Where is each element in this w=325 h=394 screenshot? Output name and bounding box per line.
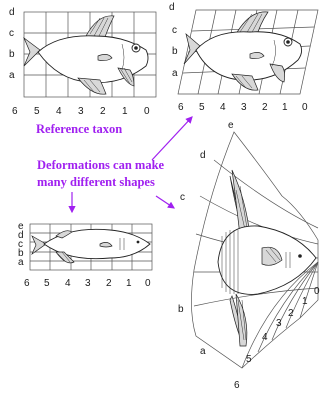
sheared-y-label: a: [172, 68, 178, 79]
flattened-x-label: 4: [65, 278, 71, 289]
caption-arrows: [68, 116, 193, 214]
sheared-fish: [183, 11, 303, 91]
sheared-y-label: d: [169, 2, 175, 13]
radial-y-label: e: [228, 120, 234, 131]
reference-x-label: 1: [122, 106, 128, 117]
flattened-y-label: c: [18, 239, 23, 250]
flattened-y-label: d: [18, 230, 24, 241]
reference-y-label: a: [9, 70, 15, 81]
flattened-y-axis-labels: e d c b a: [18, 221, 24, 268]
radial-y-label: d: [200, 150, 206, 161]
sheared-x-label: 6: [178, 102, 184, 113]
sheared-x-label: 2: [262, 102, 268, 113]
flattened-fish: [31, 228, 151, 264]
reference-y-label: b: [9, 49, 15, 60]
radial-x-label: 3: [276, 318, 282, 329]
flattened-x-label: 0: [145, 278, 151, 289]
flattened-x-label: 2: [106, 278, 112, 289]
radial-x-axis-labels: 6 5 4 3 2 1 0: [234, 286, 320, 391]
radial-y-label: b: [178, 304, 184, 315]
flattened-x-label: 6: [24, 278, 30, 289]
deformations-caption: Deformations can make many different sha…: [37, 158, 165, 189]
sheared-x-label: 1: [282, 102, 288, 113]
arrow-to-radial: [155, 195, 175, 209]
sheared-x-axis-labels: 6 5 4 3 2 1 0: [178, 102, 308, 113]
flattened-x-label: 3: [85, 278, 91, 289]
reference-y-label: c: [9, 28, 14, 39]
reference-x-label: 6: [12, 106, 18, 117]
radial-fish: [217, 169, 317, 347]
sheared-x-label: 0: [302, 102, 308, 113]
flattened-panel: e d c b a 6 5 4 3 2 1 0: [18, 221, 153, 289]
reference-x-label: 5: [34, 106, 40, 117]
reference-y-axis-labels: d c b a: [9, 7, 15, 81]
radial-x-label: 2: [288, 308, 294, 319]
radial-x-label: 0: [314, 286, 320, 297]
radial-x-label: 6: [234, 380, 240, 391]
radial-y-label: a: [200, 346, 206, 357]
radial-x-label: 1: [302, 296, 308, 307]
sheared-x-label: 4: [220, 102, 226, 113]
reference-x-label: 2: [100, 106, 106, 117]
radial-x-label: 4: [262, 332, 268, 343]
sheared-y-label: c: [172, 25, 177, 36]
sheared-panel: d c b a 6 5 4 3 2 1 0: [169, 2, 319, 113]
reference-x-label: 3: [78, 106, 84, 117]
sheared-y-axis-labels: d c b a: [169, 2, 178, 79]
arrow-to-sheared: [151, 116, 193, 161]
flattened-x-label: 5: [44, 278, 50, 289]
reference-taxon-caption: Reference taxon: [36, 122, 122, 136]
flattened-y-label: b: [18, 248, 24, 259]
reference-y-label: d: [9, 7, 15, 18]
flattened-x-axis-labels: 6 5 4 3 2 1 0: [24, 278, 151, 289]
radial-x-label: 5: [246, 354, 252, 365]
flattened-y-label: e: [18, 221, 24, 232]
reference-fish: [23, 15, 149, 95]
reference-x-axis-labels: 6 5 4 3 2 1 0: [12, 106, 150, 117]
sheared-x-label: 5: [199, 102, 205, 113]
flattened-x-label: 1: [126, 278, 132, 289]
radial-panel: e d c b a 6 5 4 3 2 1 0: [178, 120, 320, 391]
reference-panel: d c b a 6 5 4 3 2 1 0 Reference taxon: [9, 7, 157, 136]
radial-y-axis-labels: e d c b a: [178, 120, 234, 357]
radial-y-label: c: [180, 192, 185, 203]
reference-x-label: 4: [56, 106, 62, 117]
deformations-caption-line-2: many different shapes: [37, 175, 155, 189]
deformations-caption-line-1: Deformations can make: [37, 158, 165, 172]
flattened-y-label: a: [18, 257, 24, 268]
sheared-x-label: 3: [241, 102, 247, 113]
reference-x-label: 0: [144, 106, 150, 117]
sheared-y-label: b: [172, 46, 178, 57]
